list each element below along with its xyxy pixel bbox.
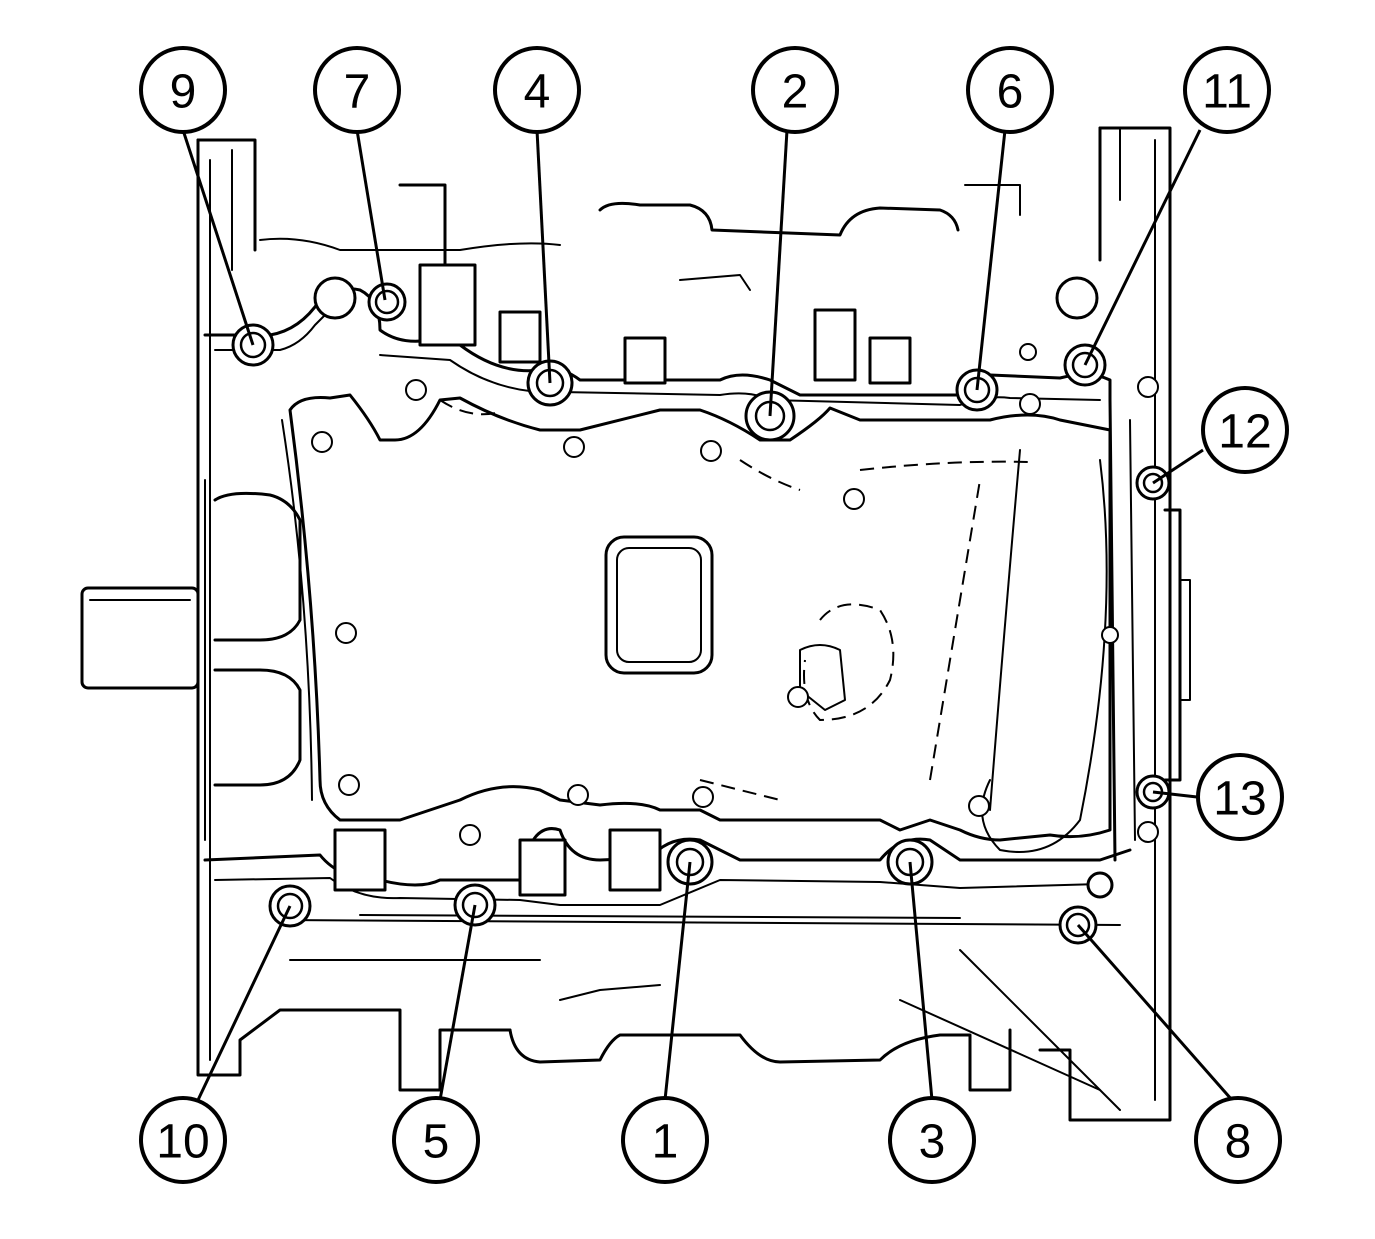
- callout-4: 4: [493, 46, 581, 134]
- callout-13: 13: [1196, 753, 1284, 841]
- callout-3-label: 3: [919, 1116, 946, 1169]
- leader-lines: [181, 129, 1234, 1101]
- callout-12: 12: [1201, 386, 1289, 474]
- oil-pan-body: [281, 263, 1114, 899]
- callout-5-label: 5: [423, 1116, 450, 1169]
- callout-11-label: 11: [1202, 66, 1252, 119]
- callout-8-label: 8: [1225, 1116, 1252, 1169]
- callout-3: 3: [888, 1096, 976, 1184]
- callout-6-label: 6: [997, 66, 1024, 119]
- callout-13-label: 13: [1213, 773, 1266, 826]
- callout-11: 11: [1183, 46, 1271, 134]
- callout-10-label: 10: [156, 1116, 209, 1169]
- bolt-7: [367, 282, 407, 322]
- callout-7: 7: [313, 46, 401, 134]
- callout-7-label: 7: [344, 66, 371, 119]
- surface-holes: [311, 343, 1159, 846]
- engine-block-outline: [80, 126, 1191, 1122]
- callout-9-label: 9: [170, 66, 197, 119]
- callout-12-label: 12: [1218, 406, 1271, 459]
- callout-2-label: 2: [782, 66, 809, 119]
- callout-6: 6: [966, 46, 1054, 134]
- callout-8: 8: [1194, 1096, 1282, 1184]
- callout-5: 5: [392, 1096, 480, 1184]
- callouts: 9 7 4 2 6 11 12 13: [139, 46, 1289, 1184]
- callout-9: 9: [139, 46, 227, 134]
- callout-4-label: 4: [524, 66, 551, 119]
- callout-10: 10: [139, 1096, 227, 1184]
- callout-1-label: 1: [652, 1116, 679, 1169]
- callout-2: 2: [751, 46, 839, 134]
- callout-1: 1: [621, 1096, 709, 1184]
